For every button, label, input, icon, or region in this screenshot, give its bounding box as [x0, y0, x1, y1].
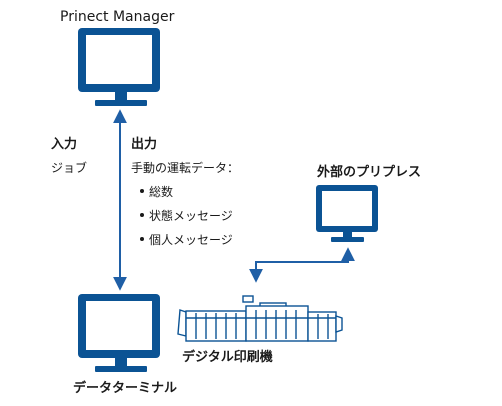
input-section: 入力 ジョブ — [51, 136, 87, 175]
external-prepress-node: 外部のプリプレス — [316, 164, 421, 242]
data-terminal-label: データターミナル — [73, 380, 177, 396]
input-title: 入力 — [51, 136, 77, 152]
digital-press-label: デジタル印刷機 — [182, 349, 273, 365]
prepress-link-arrow — [249, 247, 355, 283]
monitor-icon — [78, 28, 160, 106]
output-item: 個人メッセージ — [149, 233, 233, 247]
output-item: 状態メッセージ — [149, 208, 233, 223]
digital-press-node: デジタル印刷機 — [177, 295, 343, 365]
output-section: 出力 手動の運転データ： 総数 状態メッセージ 個人メッセージ — [131, 136, 239, 247]
bullet-icon — [140, 189, 144, 193]
prinect-manager-node: Prinect Manager — [60, 9, 175, 106]
output-subtitle: 手動の運転データ： — [131, 160, 239, 175]
external-prepress-label: 外部のプリプレス — [316, 164, 421, 180]
monitor-icon — [78, 294, 160, 372]
bullet-icon — [140, 213, 144, 217]
input-item: ジョブ — [51, 160, 87, 175]
bullet-icon — [140, 237, 144, 241]
digital-press-icon — [177, 295, 343, 342]
prinect-manager-title: Prinect Manager — [60, 9, 175, 25]
monitor-icon — [316, 185, 378, 242]
output-item: 総数 — [149, 184, 173, 199]
data-terminal-node: データターミナル — [73, 294, 177, 396]
output-title: 出力 — [131, 136, 157, 152]
